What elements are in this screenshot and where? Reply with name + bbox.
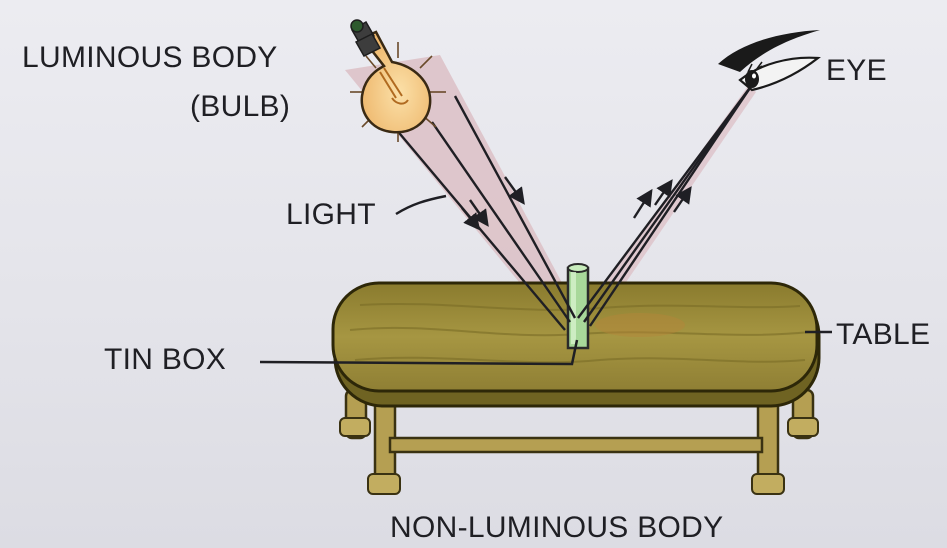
eye-shape	[718, 30, 820, 90]
bulb-label: (BULB)	[190, 92, 290, 122]
light-label: LIGHT	[286, 200, 376, 230]
eye-label: EYE	[826, 56, 887, 86]
luminous-body-label: LUMINOUS BODY	[22, 43, 278, 73]
non-luminous-body-label: NON-LUMINOUS BODY	[390, 513, 723, 543]
tin-box-label: TIN BOX	[104, 345, 226, 375]
table-label: TABLE	[836, 320, 930, 350]
tin-box-shape	[568, 264, 588, 348]
